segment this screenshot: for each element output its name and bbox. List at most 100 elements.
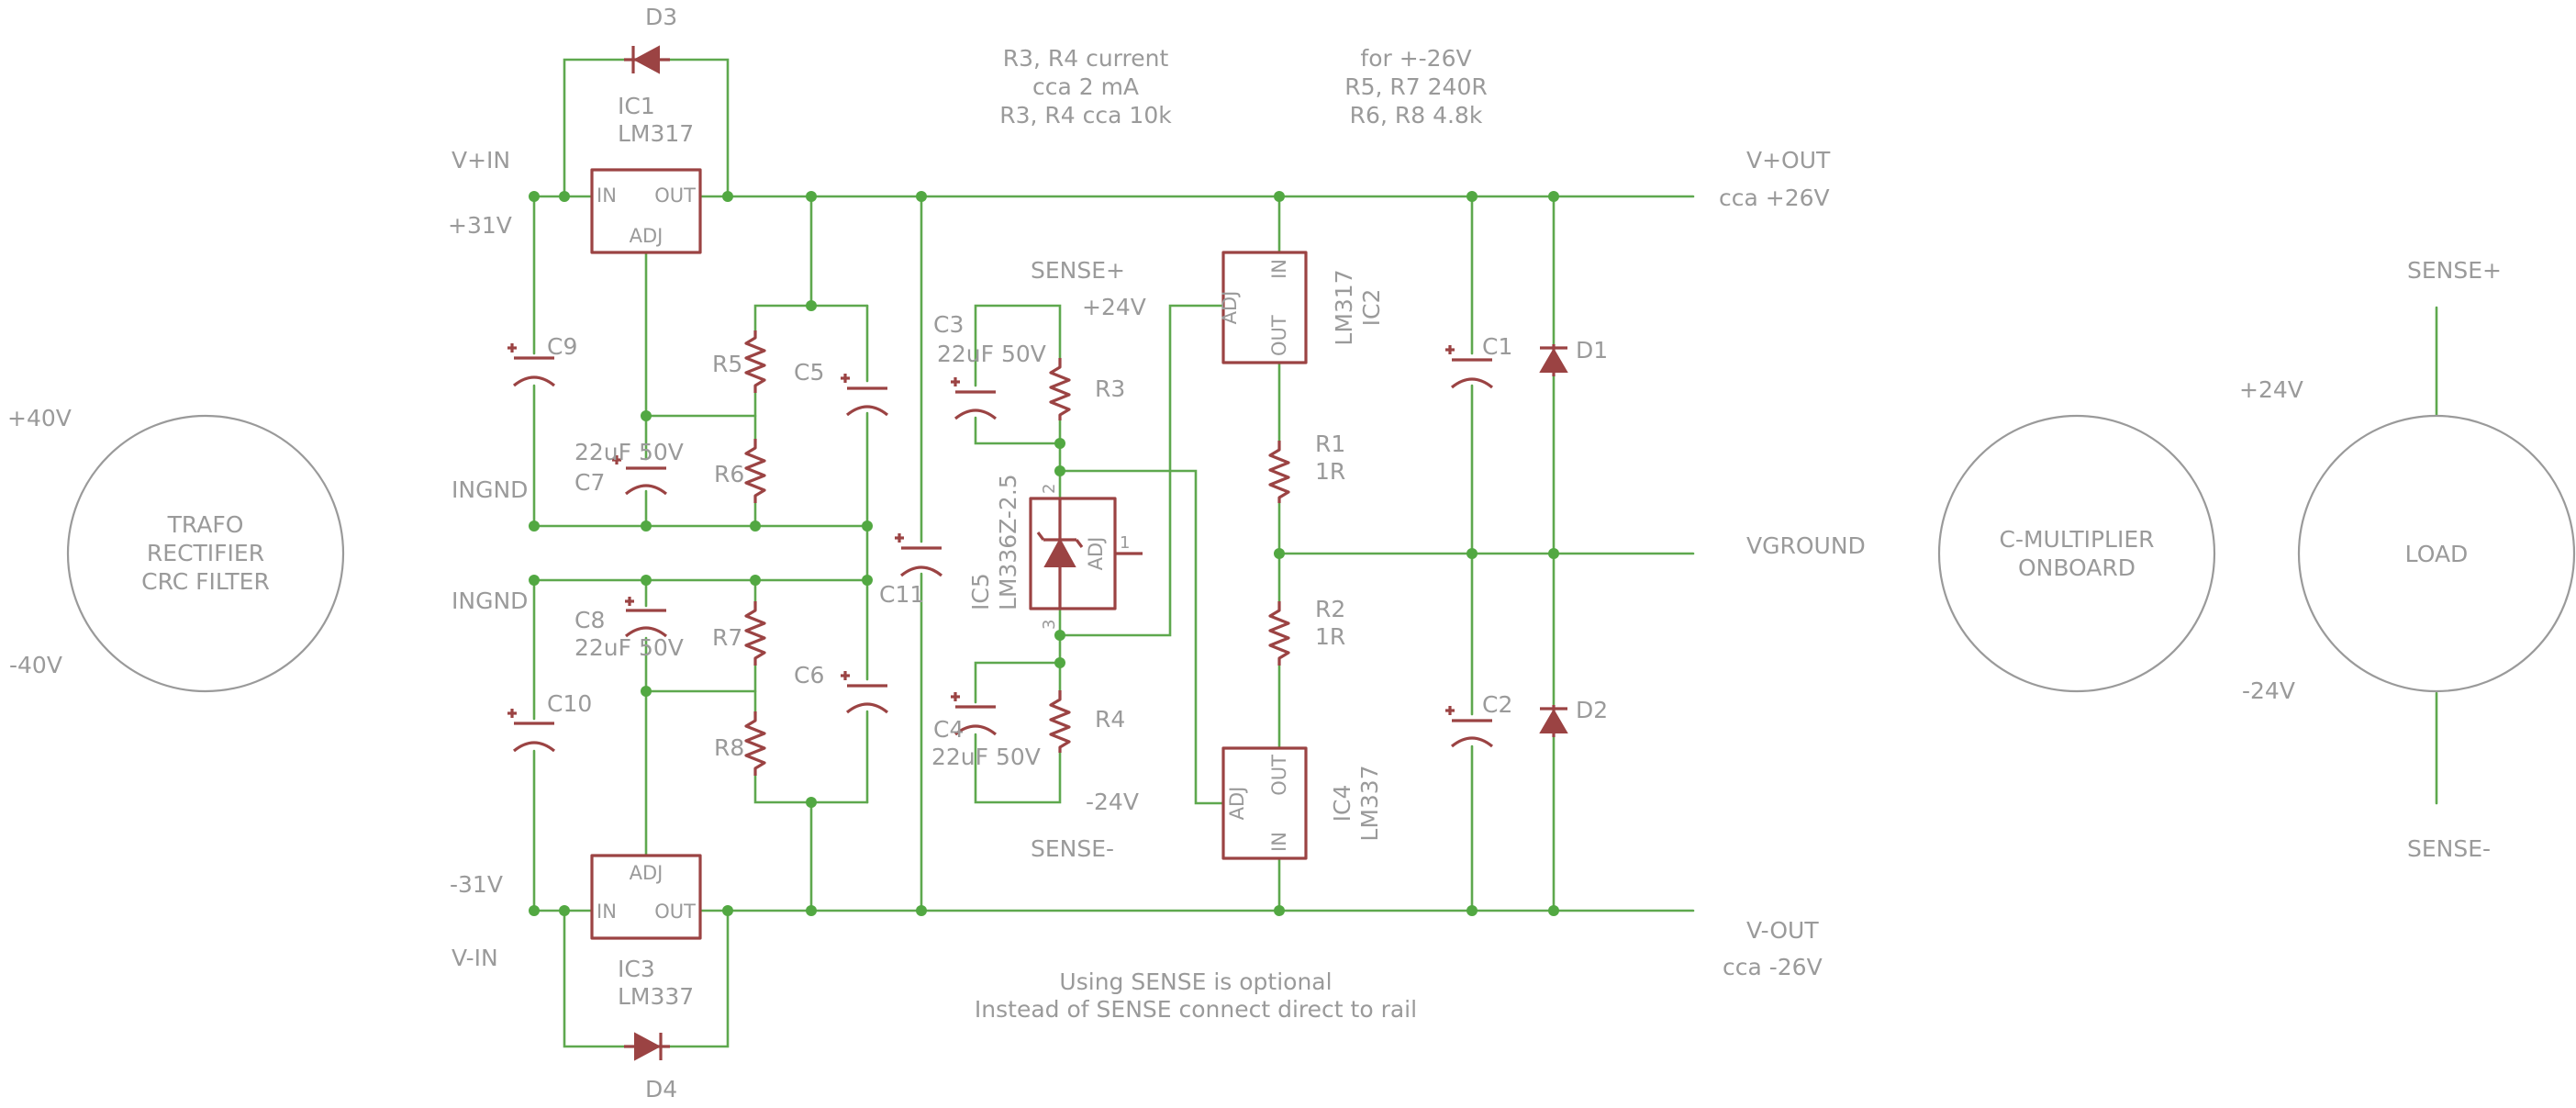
rail-vout-neg-voltage: cca -26V: [1723, 954, 1823, 980]
rail-vin-neg-voltage: -31V: [450, 871, 503, 898]
r1-ref: R1: [1315, 431, 1345, 457]
c11-capacitor: [895, 533, 943, 577]
c7-value: 22uF 50V: [574, 439, 684, 465]
sense-plus-voltage: +24V: [1082, 294, 1146, 320]
load-sense-plus: SENSE+: [2407, 257, 2502, 284]
r7-ref: R7: [712, 624, 742, 651]
ic4-pin-adj: ADJ: [1226, 787, 1248, 821]
ic1-regulator: IN OUT ADJ: [590, 168, 702, 254]
r2-value: 1R: [1315, 623, 1345, 650]
c1-ref: C1: [1482, 333, 1512, 360]
ic2-value: LM317: [1331, 269, 1357, 345]
d4-diode: [624, 1032, 670, 1061]
c8-ref: C8: [574, 607, 605, 633]
ic2-pin-adj: ADJ: [1219, 291, 1241, 325]
c10-capacitor: [507, 709, 556, 753]
rail-vout-pos: V+OUT: [1746, 147, 1831, 173]
c8-capacitor: [624, 597, 668, 638]
rail-vin-pos: V+IN: [452, 147, 510, 173]
ic3-pin-adj: ADJ: [630, 862, 664, 884]
r7-resistor: [744, 601, 766, 666]
sense-minus-label: SENSE-: [1031, 835, 1114, 862]
c3-capacitor: [951, 377, 998, 420]
c10-ref: C10: [547, 690, 592, 717]
r2-ref: R2: [1315, 596, 1345, 622]
sense-minus-voltage: -24V: [1086, 789, 1139, 815]
r1-resistor: [1268, 441, 1290, 503]
c2-capacitor: [1445, 706, 1494, 748]
r4-ref: R4: [1095, 706, 1125, 733]
r6-resistor: [744, 439, 766, 503]
d2-ref: D2: [1576, 697, 1608, 723]
note-values-2: R5, R7 240R: [1344, 73, 1487, 100]
rail-vout-neg: V-OUT: [1746, 917, 1819, 944]
r2-resistor: [1268, 601, 1290, 666]
rail-vout-pos-voltage: cca +26V: [1719, 185, 1830, 211]
ic5-pin-adj: ADJ: [1085, 537, 1107, 571]
ic5-ref: IC5: [967, 573, 994, 610]
load-block: LOAD: [2297, 414, 2576, 693]
ic5-value: LM336Z-2.5: [995, 474, 1021, 610]
ic2-regulator: ADJ IN OUT: [1219, 251, 1308, 364]
footnote-2: Instead of SENSE connect direct to rail: [975, 996, 1417, 1023]
d1-ref: D1: [1576, 337, 1608, 364]
ic1-ref: IC1: [618, 93, 655, 119]
ic1-pin-in: IN: [597, 185, 617, 207]
junctions: [529, 191, 1559, 916]
sense-plus-label: SENSE+: [1031, 257, 1125, 284]
cmult-label-1: C-MULTIPLIER: [1999, 526, 2154, 553]
c4-capacitor: [951, 692, 998, 736]
rail-ingnd-bot: INGND: [452, 588, 528, 614]
r5-ref: R5: [712, 351, 742, 377]
note-values-3: R6, R8 4.8k: [1350, 102, 1483, 129]
c6-capacitor: [841, 671, 889, 714]
c4-value: 22uF 50V: [931, 744, 1041, 770]
rail-vin-pos-voltage: +31V: [448, 212, 512, 239]
note-current-1: R3, R4 current: [1003, 45, 1169, 72]
c9-ref: C9: [547, 333, 577, 360]
ic4-ref: IC4: [1329, 785, 1355, 823]
ic3-value: LM337: [618, 983, 694, 1010]
wires: [532, 58, 2438, 1048]
ic3-pin-out: OUT: [654, 901, 696, 923]
ic5-pin-2: 2: [1040, 484, 1059, 494]
ic5-reference: ADJ 1 2 3: [1029, 484, 1143, 630]
ic4-pin-in: IN: [1268, 832, 1290, 852]
footnote-1: Using SENSE is optional: [1059, 968, 1332, 995]
trafo-neg-label: -40V: [9, 652, 62, 678]
cmult-label-2: ONBOARD: [2018, 554, 2136, 581]
c5-ref: C5: [794, 359, 824, 386]
load-pos-label: +24V: [2239, 376, 2303, 403]
d3-ref: D3: [645, 4, 677, 30]
ic5-pin-1: 1: [1120, 533, 1130, 553]
r1-value: 1R: [1315, 458, 1345, 485]
r5-resistor: [744, 330, 766, 393]
r4-resistor: [1049, 690, 1071, 753]
ic4-value: LM337: [1356, 765, 1383, 841]
ic3-ref: IC3: [618, 956, 655, 982]
c11-ref: C11: [879, 581, 924, 608]
c3-ref: C3: [933, 311, 964, 338]
c8-value: 22uF 50V: [574, 634, 684, 661]
note-values-1: for +-26V: [1360, 45, 1471, 72]
c6-ref: C6: [794, 662, 824, 688]
c3-value: 22uF 50V: [937, 341, 1046, 367]
ic2-pin-in: IN: [1268, 259, 1290, 279]
trafo-label-1: TRAFO: [167, 511, 244, 538]
c1-capacitor: [1445, 345, 1494, 389]
trafo-label-2: RECTIFIER: [147, 540, 264, 566]
c7-ref: C7: [574, 469, 605, 496]
ic5-pin-3: 3: [1040, 620, 1059, 630]
d2-diode: [1539, 705, 1568, 737]
r8-ref: R8: [714, 734, 744, 761]
ic2-ref: IC2: [1358, 289, 1385, 327]
rail-vin-neg: V-IN: [452, 945, 498, 971]
c9-capacitor: [507, 343, 556, 387]
d3-diode: [624, 45, 670, 74]
note-current-2: cca 2 mA: [1032, 73, 1139, 100]
c2-ref: C2: [1482, 691, 1512, 718]
ic4-pin-out: OUT: [1268, 755, 1290, 796]
cmult-block: C-MULTIPLIER ONBOARD: [1937, 414, 2216, 693]
ic3-regulator: ADJ IN OUT: [590, 854, 702, 940]
load-sense-minus: SENSE-: [2407, 835, 2491, 862]
